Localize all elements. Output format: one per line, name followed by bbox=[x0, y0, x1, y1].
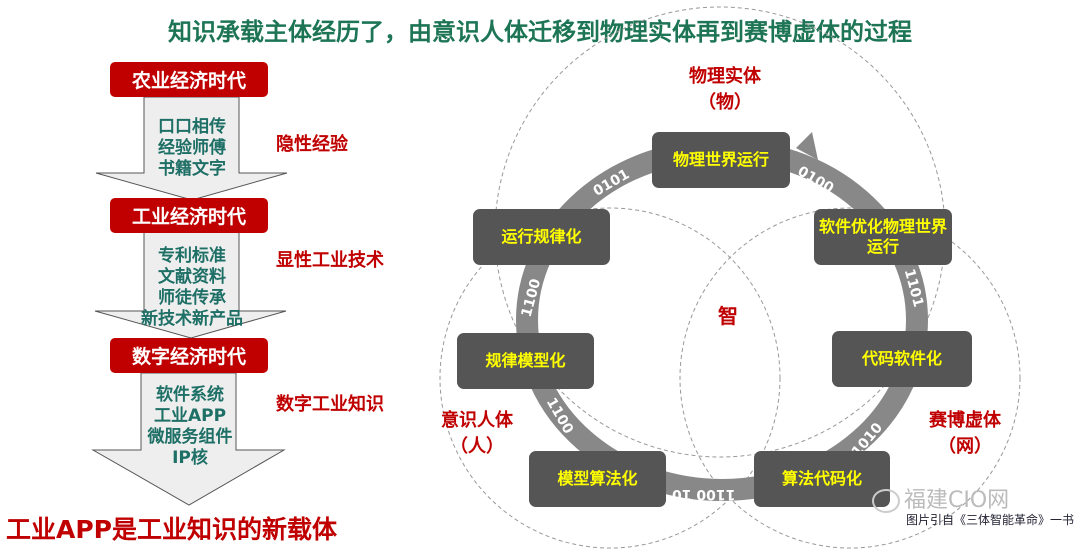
source-caption: 图片引自《三体智能革命》一书 bbox=[905, 513, 1074, 527]
era-digital-items: 软件系统 工业APP 微服务组件 IP核 bbox=[120, 385, 260, 469]
entity-cyber: 赛博虚体 （网） bbox=[910, 408, 1020, 460]
entity-name: 物理实体 bbox=[689, 66, 761, 87]
entity-short: （物） bbox=[698, 92, 752, 113]
era-agriculture-items: 口口相传 经验师傅 书籍文字 bbox=[130, 117, 254, 180]
node-code-to-software: 代码软件化 bbox=[832, 331, 972, 387]
page-title: 知识承载主体经历了，由意识人体迁移到物理实体再到赛博虚体的过程 bbox=[168, 18, 912, 46]
era-arrow-3 bbox=[91, 372, 286, 506]
entity-name: 赛博虚体 bbox=[929, 410, 1001, 431]
entity-short: （人） bbox=[450, 436, 504, 457]
watermark: 福建CIO网 bbox=[872, 482, 1009, 514]
human-circle bbox=[439, 207, 781, 549]
era-arrows bbox=[91, 96, 288, 506]
item: 新技术新产品 bbox=[141, 309, 243, 329]
knowledge-label-tacit: 隐性经验 bbox=[276, 134, 348, 155]
conclusion-text: 工业APP是工业知识的新载体 bbox=[6, 515, 337, 544]
center-label-wisdom: 智 bbox=[718, 304, 738, 328]
item: 软件系统 bbox=[156, 385, 224, 405]
watermark-text: 福建CIO网 bbox=[904, 488, 1010, 513]
entity-short: （网） bbox=[938, 436, 992, 457]
item: 口口相传 bbox=[158, 117, 226, 137]
item: 文献资料 bbox=[158, 267, 226, 287]
era-arrow-2 bbox=[94, 231, 287, 339]
node-physical-world-running: 物理世界运行 bbox=[652, 132, 790, 188]
cycle-arrowhead-icon bbox=[796, 132, 818, 160]
era-industrial-items: 专利标准 文献资料 师徒传承 新技术新产品 bbox=[120, 246, 264, 330]
item: 师徒传承 bbox=[158, 288, 226, 308]
item: 专利标准 bbox=[158, 246, 226, 266]
item: IP核 bbox=[172, 448, 208, 468]
node-model-to-algorithm: 模型算法化 bbox=[529, 451, 666, 507]
era-agriculture: 农业经济时代 bbox=[110, 62, 268, 97]
item: 工业APP bbox=[153, 406, 227, 426]
knowledge-label-digital: 数字工业知识 bbox=[276, 394, 384, 415]
item: 经验师傅 bbox=[158, 138, 226, 158]
item: 书籍文字 bbox=[158, 159, 226, 179]
wechat-icon bbox=[872, 489, 900, 513]
item: 微服务组件 bbox=[147, 427, 233, 447]
node-rule-to-model: 规律模型化 bbox=[457, 333, 594, 389]
knowledge-label-explicit: 显性工业技术 bbox=[276, 250, 384, 271]
entity-name: 意识人体 bbox=[441, 410, 513, 431]
node-software-optimize: 软件优化物理世界运行 bbox=[814, 209, 952, 265]
era-arrow-1 bbox=[95, 96, 288, 201]
binary-label: 1100 10 bbox=[672, 486, 736, 502]
node-running-to-rule: 运行规律化 bbox=[473, 209, 610, 265]
entity-physical: 物理实体 （物） bbox=[670, 64, 780, 116]
entity-human: 意识人体 （人） bbox=[422, 408, 532, 460]
cyber-circle bbox=[679, 207, 1021, 549]
era-digital: 数字经济时代 bbox=[110, 338, 268, 373]
node-algorithm-to-code: 算法代码化 bbox=[754, 451, 890, 507]
era-industrial: 工业经济时代 bbox=[110, 198, 268, 233]
